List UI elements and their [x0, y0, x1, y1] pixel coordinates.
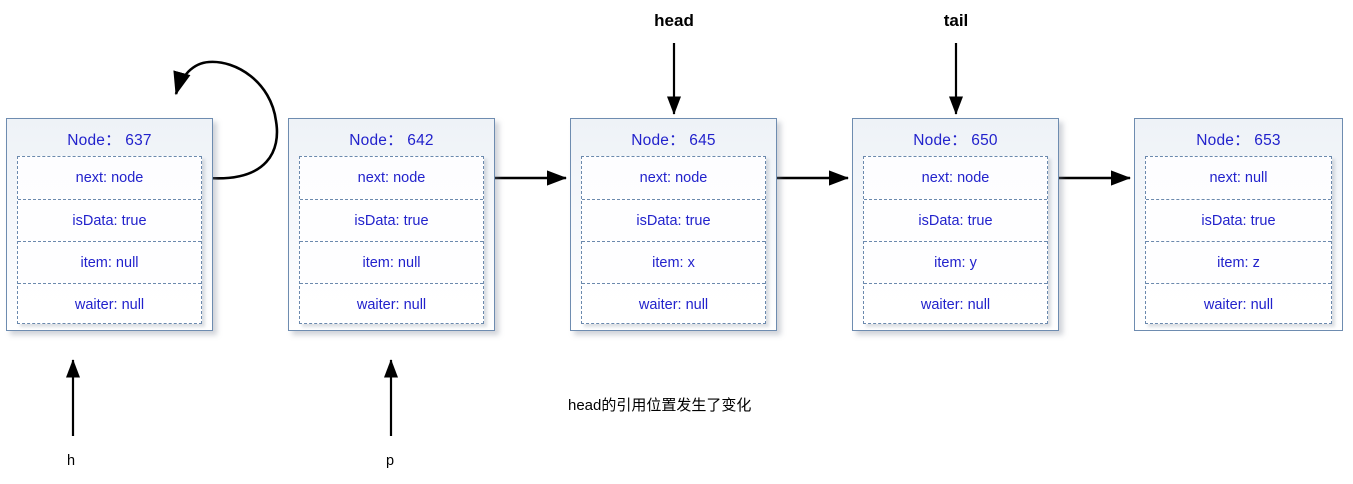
node-box-642[interactable]: Node： 642 next: node isData: true item: …	[288, 118, 495, 331]
node-box-653[interactable]: Node： 653 next: null isData: true item: …	[1134, 118, 1343, 331]
field-isdata: isData: true	[864, 199, 1047, 241]
diagram-caption: head的引用位置发生了变化	[568, 397, 752, 414]
node-title: Node： 642	[349, 132, 434, 149]
node-box-637[interactable]: Node： 637 next: node isData: true item: …	[6, 118, 213, 331]
field-waiter: waiter: null	[582, 283, 765, 325]
field-waiter: waiter: null	[864, 283, 1047, 325]
field-waiter: waiter: null	[300, 283, 483, 325]
field-item: item: null	[18, 241, 201, 283]
field-item: item: y	[864, 241, 1047, 283]
node-fields: next: node isData: true item: null waite…	[299, 156, 484, 324]
field-item: item: null	[300, 241, 483, 283]
node-fields: next: node isData: true item: null waite…	[17, 156, 202, 324]
node-fields: next: node isData: true item: y waiter: …	[863, 156, 1048, 324]
field-item: item: z	[1146, 241, 1331, 283]
field-next: next: node	[75, 170, 144, 186]
tail-pointer-label: tail	[943, 11, 969, 30]
node-box-645[interactable]: Node： 645 next: node isData: true item: …	[570, 118, 777, 331]
head-pointer-label: head	[654, 11, 694, 30]
field-next: next: node	[357, 170, 426, 186]
field-isdata: isData: true	[18, 199, 201, 241]
node-title: Node： 653	[1196, 132, 1281, 149]
node-title: Node： 645	[631, 132, 716, 149]
field-next: next: node	[639, 170, 708, 186]
node-box-650[interactable]: Node： 650 next: node isData: true item: …	[852, 118, 1059, 331]
field-next: next: null	[1209, 170, 1268, 186]
field-next: next: node	[921, 170, 990, 186]
node-title: Node： 650	[913, 132, 998, 149]
field-isdata: isData: true	[300, 199, 483, 241]
p-variable-label: p	[386, 453, 395, 469]
field-item: item: x	[582, 241, 765, 283]
node-fields: next: null isData: true item: z waiter: …	[1145, 156, 1332, 324]
field-waiter: waiter: null	[18, 283, 201, 325]
field-waiter: waiter: null	[1146, 283, 1331, 325]
field-isdata: isData: true	[582, 199, 765, 241]
node-fields: next: node isData: true item: x waiter: …	[581, 156, 766, 324]
field-isdata: isData: true	[1146, 199, 1331, 241]
node-title: Node： 637	[67, 132, 152, 149]
h-variable-label: h	[67, 453, 76, 469]
